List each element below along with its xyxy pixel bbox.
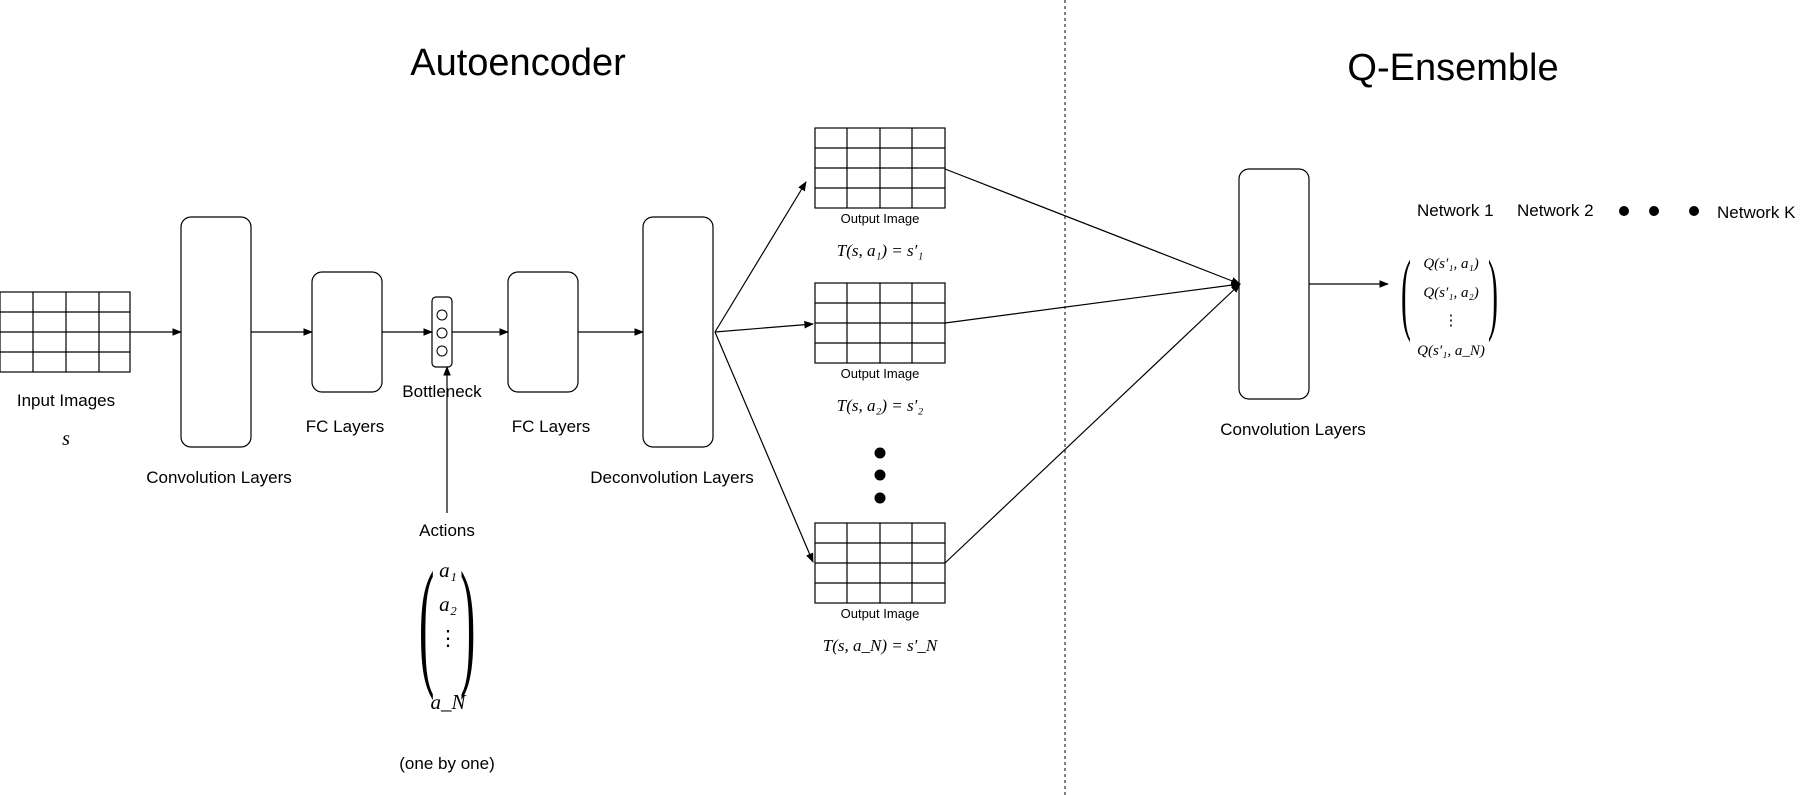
output-image-grid-n xyxy=(814,522,946,604)
bottleneck-unit xyxy=(436,327,448,339)
q-value-row: Q(s′₁, a₁) xyxy=(1423,256,1479,272)
autoencoder-title: Autoencoder xyxy=(410,42,626,84)
one-by-one-note: (one by one) xyxy=(399,754,495,773)
actions-label: Actions xyxy=(419,521,475,540)
action-row: a_N xyxy=(430,690,466,714)
output-image-label-2: Output Image xyxy=(840,366,920,381)
arrow-output-1-to-qconv xyxy=(944,168,1241,285)
input-symbol: s xyxy=(62,428,70,450)
action-row: a₂ xyxy=(439,592,457,616)
output-formula-n: T(s, a_N) = s′_N xyxy=(822,636,938,655)
q-value-row: Q(s′₁, a₂) xyxy=(1423,285,1479,301)
conv-layers-label: Convolution Layers xyxy=(146,468,292,487)
q-value-row: Q(s′₁, a_N) xyxy=(1417,343,1485,359)
actions-left-paren: ( xyxy=(419,542,435,701)
output-image-label-1: Output Image xyxy=(840,211,920,226)
network-1-label: Network 1 xyxy=(1417,201,1494,220)
output-image-label-n: Output Image xyxy=(840,606,920,621)
bottleneck-unit xyxy=(436,345,448,357)
output-formula-1: T(s, a₁) = s′₁ xyxy=(836,241,924,260)
arrow-deconv-to-output-2 xyxy=(714,320,814,333)
network-ellipsis-dot xyxy=(1689,206,1699,216)
q-conv-layers-label: Convolution Layers xyxy=(1220,420,1366,439)
network-k-label: Network K xyxy=(1717,203,1796,222)
fc-block-right xyxy=(507,271,579,393)
q-value-row: ⋮ xyxy=(1443,313,1459,329)
q-conv-block xyxy=(1238,168,1310,400)
deconv-layers-label: Deconvolution Layers xyxy=(590,468,754,487)
bottleneck-label: Bottleneck xyxy=(402,382,482,401)
fc-layers-left-label: FC Layers xyxy=(305,417,385,436)
output-image-grid-2 xyxy=(814,282,946,364)
fc-layers-right-label: FC Layers xyxy=(511,417,591,436)
ellipsis-dot xyxy=(874,447,886,459)
bottleneck-unit xyxy=(436,309,448,321)
ellipsis-dot xyxy=(874,469,886,481)
conv-block xyxy=(180,216,252,448)
arrow-deconv-to-output-n xyxy=(714,331,814,563)
q-values-right-paren: ) xyxy=(1488,243,1498,345)
output-image-grid-1 xyxy=(814,127,946,209)
arrow-deconv-to-output-1 xyxy=(714,181,807,333)
action-row: ⋮ xyxy=(437,626,459,650)
arrow-output-n-to-qconv xyxy=(944,283,1241,564)
network-2-label: Network 2 xyxy=(1517,201,1594,220)
q-values-left-paren: ( xyxy=(1401,243,1411,345)
deconv-block xyxy=(642,216,714,448)
output-formula-2: T(s, a₂) = s′₂ xyxy=(836,396,924,415)
action-row: a₁ xyxy=(439,558,457,582)
arrow-output-2-to-qconv xyxy=(944,281,1241,324)
ellipsis-dot xyxy=(874,492,886,504)
input-images-label: Input Images xyxy=(16,391,116,410)
network-ellipsis-dot xyxy=(1649,206,1659,216)
fc-block-left xyxy=(311,271,383,393)
q-ensemble-title: Q-Ensemble xyxy=(1347,47,1559,89)
input-image-grid xyxy=(0,291,131,373)
network-ellipsis-dot xyxy=(1619,206,1629,216)
actions-right-paren: ) xyxy=(460,542,476,701)
